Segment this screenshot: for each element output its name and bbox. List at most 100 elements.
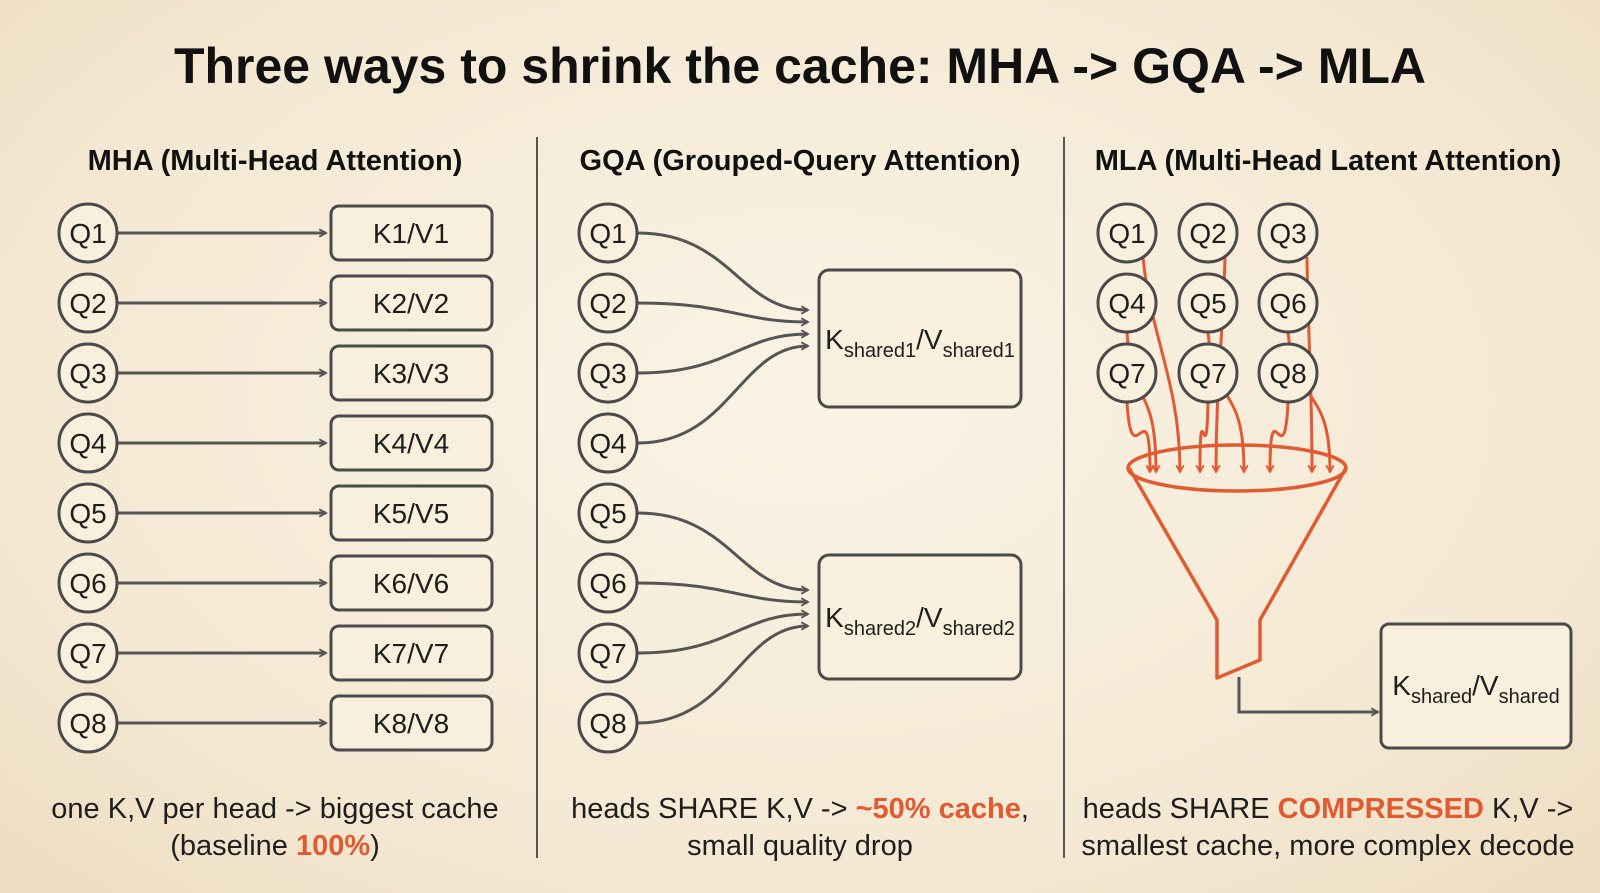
mla-heading: MLA (Multi-Head Latent Attention) <box>1095 145 1562 177</box>
funnel-body <box>1127 467 1348 680</box>
gqa-caption-line2: small quality drop <box>687 830 913 862</box>
query-label: Q4 <box>1108 288 1145 319</box>
query-label: Q2 <box>589 288 626 319</box>
kv-label: K6/V6 <box>373 568 449 599</box>
query-label: Q7 <box>589 638 626 669</box>
gqa-query-node: Q5 <box>577 482 639 544</box>
query-circle <box>1177 272 1239 334</box>
query-circle <box>57 482 119 544</box>
mha-baseline-highlight: 100% <box>296 830 370 862</box>
query-label: Q1 <box>69 218 106 249</box>
query-circle <box>1177 342 1239 404</box>
kv-label: K1/V1 <box>373 218 449 249</box>
kv-label: K7/V7 <box>373 638 449 669</box>
mla-compress-arrow <box>1270 401 1290 472</box>
query-circle <box>57 622 119 684</box>
mla-latent-kv-label: Kshared/Vshared <box>1392 670 1559 708</box>
kv-label: K2/V2 <box>373 288 449 319</box>
gqa-arrow <box>637 614 808 655</box>
gqa-query-node: Q4 <box>577 412 639 474</box>
mha-query-node: Q5 <box>57 482 119 544</box>
kv-label: K5/V5 <box>373 498 449 529</box>
query-label: Q7 <box>1108 358 1145 389</box>
mha-kv-node: K7/V7 <box>329 624 494 682</box>
query-label: Q3 <box>1269 218 1306 249</box>
mha-query-node: Q4 <box>57 412 119 474</box>
kv-box <box>329 554 494 612</box>
funnel-rim <box>1126 443 1348 493</box>
query-label: Q6 <box>1269 288 1306 319</box>
query-label: Q4 <box>589 428 626 459</box>
mha-kv-node: K2/V2 <box>329 274 494 332</box>
query-circle <box>57 272 119 334</box>
query-label: Q3 <box>69 358 106 389</box>
gqa-caption-line1: heads SHARE K,V -> ~50% cache, <box>571 793 1029 825</box>
mla-caption-line2: smallest cache, more complex decode <box>1081 830 1574 862</box>
mla-compress-arrow <box>1200 401 1210 472</box>
query-circle <box>57 342 119 404</box>
query-label: Q5 <box>1189 288 1226 319</box>
page-title: Three ways to shrink the cache: MHA -> G… <box>174 38 1426 94</box>
gqa-arrow <box>637 334 808 375</box>
gqa-query-node: Q8 <box>577 692 639 754</box>
mha-caption-line1: one K,V per head -> biggest cache <box>51 793 498 825</box>
query-circle <box>1257 342 1319 404</box>
query-circle <box>1257 272 1319 334</box>
query-circle <box>577 202 639 264</box>
kv-label: K4/V4 <box>373 428 449 459</box>
query-circle <box>57 412 119 474</box>
mla-query-node: Q6 <box>1257 272 1319 334</box>
query-label: Q1 <box>1108 218 1145 249</box>
query-label: Q4 <box>69 428 106 459</box>
mla-query-node: Q4 <box>1096 272 1158 334</box>
gqa-query-node: Q6 <box>577 552 639 614</box>
mha-query-node: Q3 <box>57 342 119 404</box>
query-circle <box>57 202 119 264</box>
kv-box <box>329 624 494 682</box>
gqa-panel: GQA (Grouped-Query Attention) Q1Q2Q3Q4Q5… <box>571 145 1029 862</box>
query-circle <box>577 692 639 754</box>
mha-kv-node: K3/V3 <box>329 344 494 402</box>
kv-label: K3/V3 <box>373 358 449 389</box>
query-circle <box>577 412 639 474</box>
mla-caption-line1: heads SHARE COMPRESSED K,V -> <box>1083 793 1574 825</box>
gqa-query-node: Q2 <box>577 272 639 334</box>
query-label: Q3 <box>589 358 626 389</box>
mla-query-node: Q7 <box>1096 342 1158 404</box>
kv-box <box>329 484 494 542</box>
mla-query-node: Q5 <box>1177 272 1239 334</box>
mha-heading: MHA (Multi-Head Attention) <box>88 145 463 177</box>
mla-query-node: Q1 <box>1096 202 1158 264</box>
query-circle <box>1257 202 1319 264</box>
gqa-shared-kv-box-2 <box>817 553 1023 681</box>
mla-query-node: Q3 <box>1257 202 1319 264</box>
mla-panel: MLA (Multi-Head Latent Attention) Q1 Q2 Q3… <box>1081 145 1574 862</box>
query-label: Q5 <box>589 498 626 529</box>
query-circle <box>1096 202 1158 264</box>
query-label: Q5 <box>69 498 106 529</box>
query-label: Q7 <box>69 638 106 669</box>
mha-kv-node: K8/V8 <box>329 694 494 752</box>
kv-box <box>329 694 494 752</box>
query-circle <box>577 482 639 544</box>
mha-panel: MHA (Multi-Head Attention) Q1Q2Q3Q4Q5Q6Q… <box>51 145 498 862</box>
gqa-query-node: Q3 <box>577 342 639 404</box>
mha-kv-node: K5/V5 <box>329 484 494 542</box>
mha-caption-line2: (baseline 100%) <box>170 830 380 862</box>
mha-query-node: Q7 <box>57 622 119 684</box>
query-circle <box>577 272 639 334</box>
gqa-shared-kv-label-2: Kshared2/Vshared2 <box>825 602 1015 640</box>
query-label: Q2 <box>1189 218 1226 249</box>
kv-box <box>329 344 494 402</box>
mha-query-node: Q1 <box>57 202 119 264</box>
kv-box <box>329 274 494 332</box>
kv-box <box>329 204 494 262</box>
compression-funnel-icon <box>1126 443 1348 680</box>
gqa-query-node: Q7 <box>577 622 639 684</box>
mla-latent-kv-box <box>1379 622 1573 750</box>
